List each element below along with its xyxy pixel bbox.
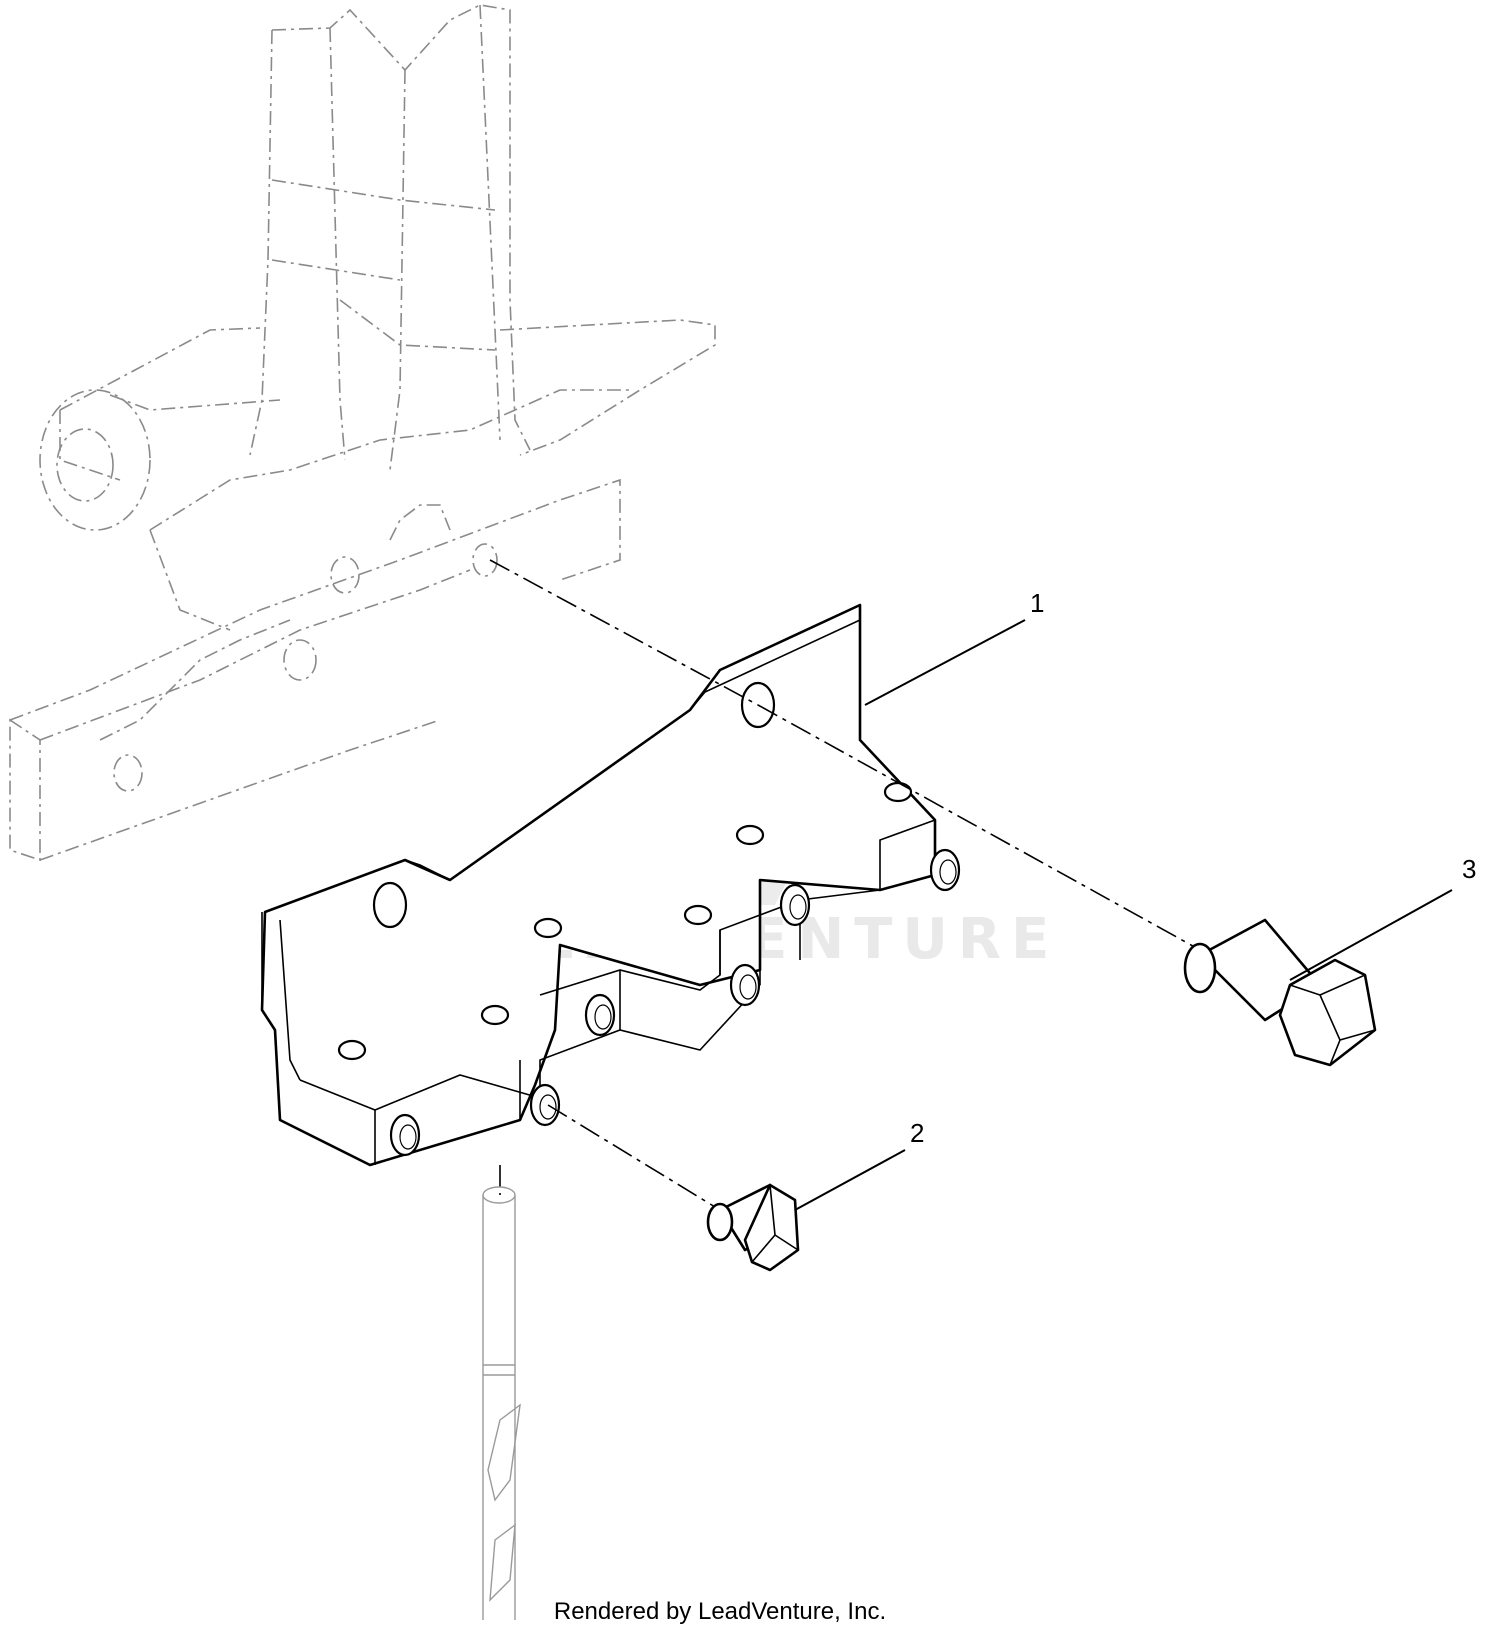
centerlines xyxy=(489,559,1201,1211)
footer-credit: Rendered by LeadVenture, Inc. xyxy=(553,1598,887,1625)
leader-line-3 xyxy=(1289,889,1453,981)
screw-part-2 xyxy=(706,1183,800,1272)
bracket-part-1 xyxy=(260,603,961,1167)
hex-bolt-part-3 xyxy=(1183,918,1377,1067)
callout-1: 1 xyxy=(1030,588,1044,618)
callouts: 1 2 3 xyxy=(794,588,1476,1211)
leader-line-1 xyxy=(864,619,1026,706)
ghost-pin xyxy=(482,1186,521,1620)
ghost-frame xyxy=(9,4,716,862)
callout-3: 3 xyxy=(1462,854,1476,884)
bracket-hole-upper xyxy=(372,881,408,929)
leader-line-2 xyxy=(794,1149,906,1211)
callout-2: 2 xyxy=(910,1118,924,1148)
